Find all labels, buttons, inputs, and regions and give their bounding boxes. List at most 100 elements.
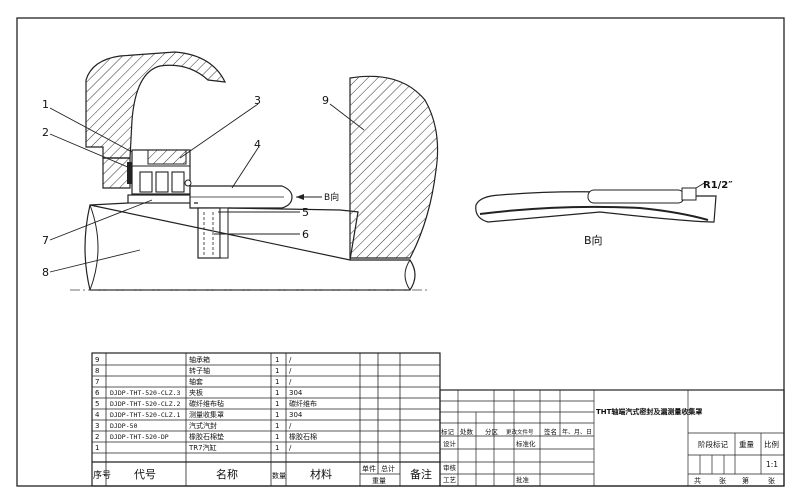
shaft-right-end: [404, 259, 411, 291]
header-weight: 重量: [372, 477, 386, 485]
bom-code: DJDP-THT-520-CLZ.3: [110, 389, 181, 397]
sheet-unit-label: 张: [719, 476, 726, 485]
bom-mat: 304: [289, 411, 303, 419]
callout-9: 9: [322, 94, 329, 107]
view-b-label: B向: [584, 233, 603, 247]
callout-2: 2: [42, 126, 49, 139]
bom-mat: /: [289, 356, 292, 364]
rev-label: 标记: [441, 427, 455, 436]
role-process: 工艺: [443, 476, 457, 484]
shaft-left-end: [89, 204, 99, 291]
bom-header: 序号 代号 名称 数量 材料 单件 总计 重量 备注: [93, 464, 432, 485]
view-b-leader: [695, 181, 707, 189]
bom-qty: 1: [275, 356, 279, 364]
bom-name: 汽式汽封: [189, 421, 217, 430]
bom-row: 5 DJDP-THT-520-CLZ.2 碳纤维布毡 1 碳纤维布: [95, 399, 317, 408]
section-view: B向 1 2 3 4 5 6 7 8 9: [42, 51, 439, 291]
weight-label: 重量: [739, 440, 754, 449]
header-no: 序号: [93, 469, 111, 481]
bom-mat: /: [289, 422, 292, 430]
bom-mat: /: [289, 378, 292, 386]
header-name: 名称: [216, 467, 238, 481]
bom-row: 2 DJDP-THT-520-DP 橡胶石棉垫 1 橡胶石棉: [95, 432, 317, 441]
bom-name: 轴套: [189, 377, 203, 386]
bom-name: TR7汽缸: [188, 443, 217, 452]
bom-no: 9: [95, 356, 99, 364]
bom-row: 9 轴承箱 1 /: [95, 355, 292, 364]
bom-qty: 1: [275, 400, 279, 408]
bom-qty: 1: [275, 378, 279, 386]
header-note: 备注: [410, 467, 432, 481]
header-total: 总计: [381, 464, 395, 473]
callout-7: 7: [42, 234, 49, 247]
callout-3: 3: [254, 94, 261, 107]
bom-rows: 9 轴承箱 1 / 8 转子轴 1 / 7 轴套 1 / 6 DJDP-THT-…: [95, 355, 317, 452]
view-b-slot: [587, 189, 685, 204]
gland-ring-2: [155, 171, 169, 193]
callout-1: 1: [42, 98, 49, 111]
bom-code: DJDP-50: [110, 422, 137, 430]
direction-arrow-head: [296, 194, 304, 200]
sleeve-flange: [127, 194, 195, 204]
cylinder-casing: [85, 51, 227, 159]
callout-leaders: [49, 103, 365, 273]
header-unit: 单件: [362, 464, 376, 473]
bom-no: 4: [95, 411, 100, 419]
rev-label: 分区: [485, 427, 499, 436]
title-block-grid: [439, 389, 785, 487]
bom-qty: 1: [275, 389, 279, 397]
role-labels: 设计 标准化 审核 工艺 批准: [443, 439, 536, 484]
bom-code: DJDP-THT-520-DP: [110, 433, 169, 441]
bom-no: 8: [95, 367, 99, 375]
sheet-number-label: 第: [742, 476, 749, 485]
bom-row: 7 轴套 1 /: [95, 377, 292, 386]
bom-mat: 304: [289, 389, 303, 397]
rev-label: 年、月、日: [562, 428, 592, 436]
header-qty: 数量: [272, 471, 286, 480]
revision-labels: 标记 处数 分区 更改文件号 签名 年、月、日: [441, 427, 592, 436]
role-review: 审核: [443, 463, 457, 472]
rotor-shaft: [84, 202, 416, 291]
rev-label: 签名: [544, 427, 557, 436]
bom-code: DJDP-THT-520-CLZ.2: [110, 400, 181, 408]
bom-name: 橡胶石棉垫: [189, 432, 224, 441]
bom-qty: 1: [275, 367, 279, 375]
role-design: 设计: [443, 439, 457, 448]
gland-ring-3: [171, 171, 185, 193]
drawing-title: THT轴端汽式密封及漏测量收集罩: [596, 407, 702, 416]
sheet-info: 共 张 第 张: [694, 476, 775, 485]
bom-table: [91, 352, 441, 487]
bom-row: 8 转子轴 1 /: [95, 366, 292, 375]
bom-no: 6: [95, 389, 100, 397]
direction-label: B向: [324, 191, 339, 203]
bom-name: 轴承箱: [189, 355, 210, 364]
bom-mat: 橡胶石棉: [289, 432, 317, 441]
thread-label: R1/2″: [703, 180, 733, 191]
bom-mat: /: [289, 444, 292, 452]
bom-mat: /: [289, 367, 292, 375]
bom-qty: 1: [275, 433, 279, 441]
bearing-box: [349, 75, 439, 259]
bom-mat: 碳纤维布: [289, 399, 317, 408]
bom-no: 1: [95, 444, 99, 452]
view-b-fitting: [681, 187, 697, 201]
gasket-2: [127, 162, 132, 184]
sheet-unit-label: 张: [768, 476, 775, 485]
bom-row: 1 TR7汽缸 1 /: [95, 443, 292, 452]
view-b: R1/2″ B向: [475, 180, 733, 247]
scale-value: 1:1: [766, 460, 778, 469]
bom-no: 7: [95, 378, 99, 386]
bom-qty: 1: [275, 422, 279, 430]
callout-6: 6: [302, 228, 309, 241]
rev-label: 处数: [460, 427, 474, 436]
rev-label: 更改文件号: [506, 428, 534, 436]
bom-qty: 1: [275, 411, 279, 419]
stage-label: 阶段标记: [698, 439, 728, 449]
bom-code: DJDP-THT-520-CLZ.1: [110, 411, 181, 419]
clamp-plate: [197, 207, 221, 259]
bom-no: 2: [95, 433, 99, 441]
bom-row: 4 DJDP-THT-520-CLZ.1 测量收集罩 1 304: [95, 410, 303, 419]
gland-top: [147, 149, 187, 165]
bom-name: 测量收集罩: [189, 410, 224, 419]
